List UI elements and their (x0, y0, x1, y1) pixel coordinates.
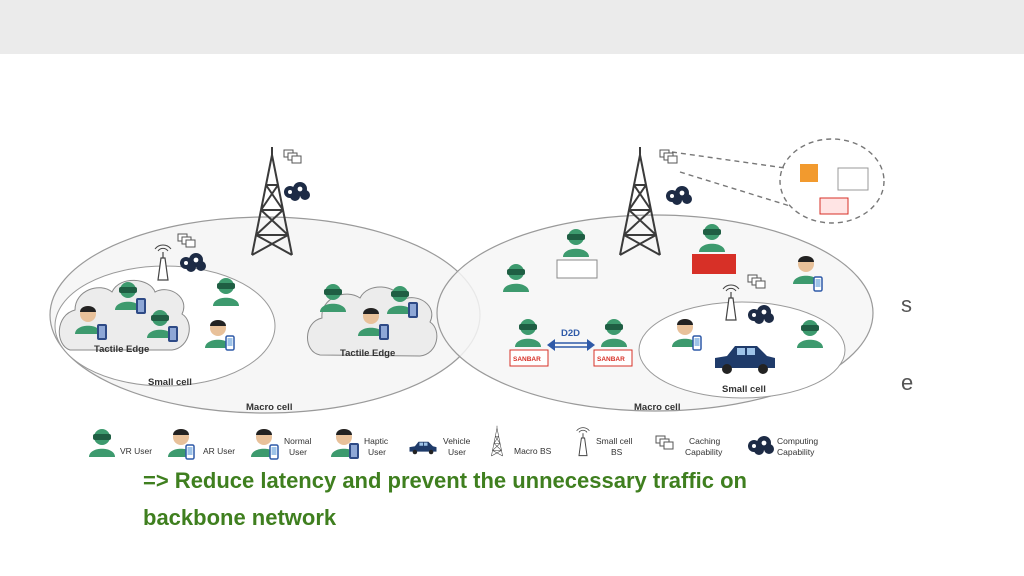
legend-computing-icon (748, 436, 774, 455)
content-icon (819, 197, 849, 215)
app-icon (800, 164, 818, 182)
glove-icon (136, 298, 146, 314)
zoom-line-top (671, 151, 786, 169)
sanbar-label-right: SANBAR (597, 356, 625, 363)
content-display-icon (692, 254, 736, 274)
legend-ar-user-label: AR User (203, 446, 235, 456)
zoom-line-bottom (679, 171, 791, 207)
legend-computing-label-2: Capability (777, 447, 815, 457)
legend-vr-user-icon (89, 429, 115, 457)
glove-icon (168, 326, 178, 342)
legend-caching-icon (655, 435, 674, 450)
text-fragment-2: e (901, 370, 914, 395)
legend-vehicle-user-label-1: Vehicle (443, 436, 471, 446)
legend-ar-phone-icon (185, 444, 195, 460)
server-icon (837, 167, 869, 191)
legend-macro-bs-label: Macro BS (514, 446, 552, 456)
macro-cell-left-label: Macro cell (246, 402, 292, 413)
sanbar-device-left-icon (509, 349, 549, 367)
legend-small-cell-bs-label-2: BS (611, 447, 623, 457)
legend-glove-icon (349, 443, 359, 459)
computing-icon (284, 182, 310, 201)
macro-cell-right-label: Macro cell (634, 402, 680, 413)
tactile-edge-left-label: Tactile Edge (94, 344, 149, 355)
glove-icon (408, 302, 418, 318)
small-cell-left-label: Small cell (148, 377, 192, 388)
legend-haptic-user-label-2: User (368, 447, 386, 457)
computing-icon (666, 186, 692, 205)
headset-display-icon (556, 259, 598, 279)
caching-icon (283, 149, 302, 164)
legend-macro-bs-icon (491, 425, 503, 457)
top-bar (0, 0, 1024, 54)
d2d-link (547, 339, 595, 351)
glove-icon (379, 324, 389, 340)
legend-vehicle-user-label-2: User (448, 447, 466, 457)
phone-icon (692, 335, 702, 351)
legend-vehicle-icon (409, 441, 437, 455)
legend-haptic-user-label-1: Haptic (364, 436, 389, 446)
legend-computing-label-1: Computing (777, 436, 818, 446)
content-zoom-bubble (779, 138, 885, 224)
legend-small-cell-bs-icon (576, 427, 590, 457)
d2d-label: D2D (561, 328, 580, 339)
phone-icon (813, 276, 823, 292)
legend: VR User AR User Normal User Haptic User … (89, 425, 818, 460)
legend-normal-user-label-1: Normal (284, 436, 312, 446)
legend-normal-phone-icon (269, 444, 279, 460)
caption-line-1: => Reduce latency and prevent the unnece… (143, 468, 747, 493)
sanbar-device-right-icon (593, 349, 633, 367)
legend-caching-label-2: Capability (685, 447, 723, 457)
caption-line-2: backbone network (143, 505, 337, 530)
glove-icon (97, 324, 107, 340)
phone-icon (225, 335, 235, 351)
legend-caching-label-1: Caching (689, 436, 720, 446)
legend-vr-user-label: VR User (120, 446, 152, 456)
text-fragment-1: s (901, 292, 912, 317)
legend-normal-user-label-2: User (289, 447, 307, 457)
sanbar-label-left: SANBAR (513, 356, 541, 363)
tactile-edge-right-label: Tactile Edge (340, 348, 395, 359)
legend-small-cell-bs-label-1: Small cell (596, 436, 632, 446)
small-cell-right-label: Small cell (722, 384, 766, 395)
caption: => Reduce latency and prevent the unnece… (143, 462, 903, 536)
